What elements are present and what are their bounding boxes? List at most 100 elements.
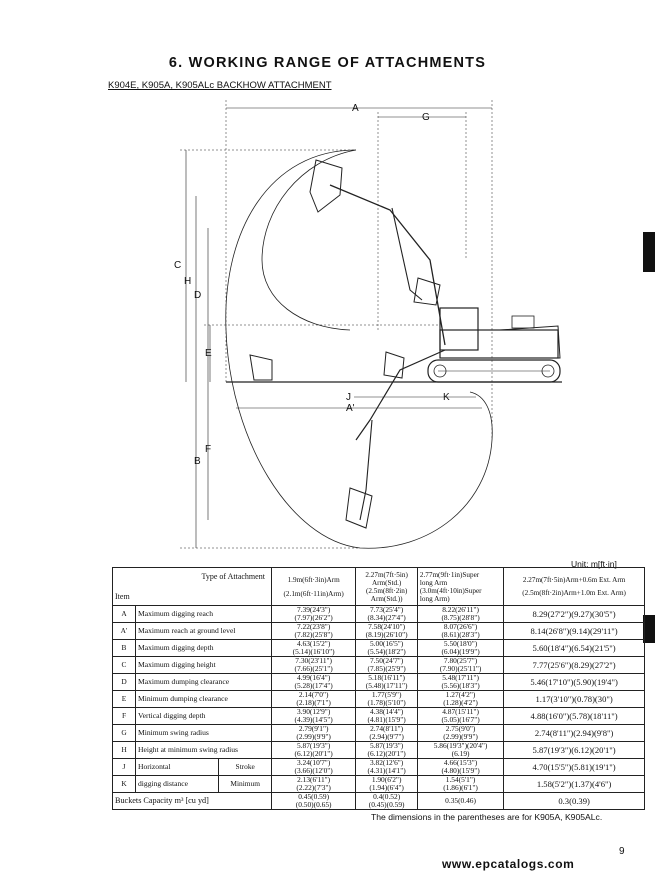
attachment-subtitle: K904E, K905A, K905ALc BACKHOW ATTACHMENT	[108, 80, 332, 91]
type-label: Type of Attachment	[201, 571, 265, 581]
row-code: B	[112, 639, 136, 657]
counterweight	[499, 325, 561, 359]
row-c1: 2.13(6'11")(2.22)(7'3")	[270, 775, 357, 793]
row-c4: 5.60(18'4")(6.54)(21'5")	[503, 639, 645, 657]
row-c4: 8.14(26'8")(9.14)(29'11")	[503, 622, 645, 640]
label-a-prime: A'	[346, 403, 355, 414]
footnote: The dimensions in the parentheses are fo…	[371, 812, 603, 822]
row-c2: 3.82(12'6")(4.31)(14'1")	[355, 758, 418, 776]
inner-arc	[261, 149, 357, 331]
label-f: F	[205, 444, 211, 455]
label-h: H	[184, 276, 191, 287]
row-name: Maximum dumping clearance	[135, 673, 272, 691]
unit-label: Unit: m[ft·in]	[571, 559, 617, 569]
row-code: A'	[112, 622, 136, 640]
row-c2: 1.90(6'2")(1.94)(6'4")	[355, 775, 418, 793]
label-j: J	[346, 392, 351, 403]
row-code: H	[112, 741, 136, 759]
row-name: Height at minimum swing radius	[135, 741, 272, 759]
label-a: A	[352, 103, 359, 114]
row-code: J	[112, 758, 136, 776]
item-label: Item	[115, 591, 130, 601]
working-range-table: Type of Attachment Item 1.9m(6ft·3in)Arm…	[112, 567, 645, 810]
label-b: B	[194, 456, 201, 467]
raised-bucket	[309, 159, 343, 213]
row-c2: 7.50(24'7")(7.85)(25'9")	[355, 656, 418, 674]
bucket-row: Buckets Capacity m³ [cu yd] 0.45(0.59)(0…	[112, 792, 645, 810]
row-code: G	[112, 724, 136, 742]
row-c3: 4.66(15'3")(4.80)(15'9")	[416, 758, 505, 776]
engine-box	[511, 315, 535, 329]
track	[427, 359, 561, 383]
row-code: C	[112, 656, 136, 674]
lowered-boom	[355, 349, 446, 441]
bucket-c2: 0.4(0.52)(0.45)(0.59)	[355, 792, 418, 810]
row-c4: 5.46(17'10")(5.90)(19'4")	[503, 673, 645, 691]
row-c1: 4.99(16'4")(5.28)(17'4")	[270, 673, 357, 691]
section-tab-marker-lower	[643, 615, 655, 643]
row-c1: 7.30(23'11")(7.66)(25'1")	[270, 656, 357, 674]
row-c4: 1.58(5'2")(1.37)(4'6")	[503, 775, 645, 793]
row-c1: 7.22(23'8")(7.82)(25'8")	[270, 622, 357, 640]
label-g: G	[422, 112, 430, 123]
row-c2: 7.58(24'10")(8.19)(26'10")	[355, 622, 418, 640]
working-range-diagram: A G C H D E J K A' F B	[174, 100, 562, 549]
row-name: Vertical digging depth	[135, 707, 272, 725]
header-type-item-cell: Type of Attachment Item	[112, 567, 272, 606]
mid-bucket	[413, 277, 441, 306]
raised-boom	[329, 184, 446, 346]
lowered-arm	[359, 419, 373, 521]
header-col-2: 2.27m(7ft·5in) Arm(Std.) (2.5m(8ft·2in) …	[355, 567, 418, 606]
row-name: Maximum digging depth	[135, 639, 272, 657]
row-c1: 3.24(10'7")(3.66)(12'0")	[270, 758, 357, 776]
row-c1: 7.39(24'3")(7.97)(26'2")	[270, 605, 357, 623]
row-name: Maximum reach at ground level	[135, 622, 272, 640]
row-code: A	[112, 605, 136, 623]
label-k: K	[443, 392, 450, 403]
row-code: D	[112, 673, 136, 691]
row-name: Minimum dumping clearance	[135, 690, 272, 708]
bucket-c4: 0.3(0.39)	[503, 792, 645, 810]
row-c3: 8.07(26'6")(8.61)(28'3")	[416, 622, 505, 640]
row-c4: 2.74(8'11")(2.94)(9'8")	[503, 724, 645, 742]
row-c3: 4.87(15'11")(5.05)(16'7")	[416, 707, 505, 725]
row-c2: 4.38(14'4")(4.81)(15'9")	[355, 707, 418, 725]
lowered-bucket	[345, 487, 373, 529]
row-c3: 1.27(4'2")(1.28)(4'2")	[416, 690, 505, 708]
table-header-row: Type of Attachment Item 1.9m(6ft·3in)Arm…	[112, 567, 645, 606]
header-col-4: 2.27m(7ft·5in)Arm+0.6m Ext. Arm (2.5m(8f…	[503, 567, 645, 606]
row-c4: 4.70(15'5")(5.81)(19'1")	[503, 758, 645, 776]
label-c: C	[174, 260, 181, 271]
row-c1: 5.87(19'3")(6.12)(20'1")	[270, 741, 357, 759]
row-name: digging distance	[134, 775, 219, 793]
row-c2: 2.74(8'11")(2.94)(9'7")	[355, 724, 418, 742]
row-subname: Minimum	[218, 775, 272, 793]
ground-bucket-2	[383, 351, 405, 379]
row-c4: 4.88(16'0")(5.78)(18'11")	[503, 707, 645, 725]
page-title: 6. WORKING RANGE OF ATTACHMENTS	[168, 55, 487, 71]
row-name: Maximum digging height	[135, 656, 272, 674]
row-c3: 5.86(19'3")(20'4")(6.19)	[416, 741, 505, 759]
upper-body	[439, 329, 559, 359]
row-code: F	[112, 707, 136, 725]
label-d: D	[194, 290, 201, 301]
row-c4: 5.87(19'3")(6.12)(20'1")	[503, 741, 645, 759]
ground-bucket	[249, 354, 273, 381]
row-c4: 1.17(3'10")(0.78)(30")	[503, 690, 645, 708]
row-c2: 5.18(16'11")(5.48)(17'11")	[355, 673, 418, 691]
row-name: Minimum swing radius	[135, 724, 272, 742]
row-c2: 7.73(25'4")(8.34)(27'4")	[355, 605, 418, 623]
row-c3: 2.75(9'0")(2.99)(9'9")	[416, 724, 505, 742]
raised-arm	[391, 207, 423, 301]
row-c3: 5.48(17'11")(5.56)(18'3")	[416, 673, 505, 691]
row-c4: 8.29(27'2")(9.27)(30'5")	[503, 605, 645, 623]
